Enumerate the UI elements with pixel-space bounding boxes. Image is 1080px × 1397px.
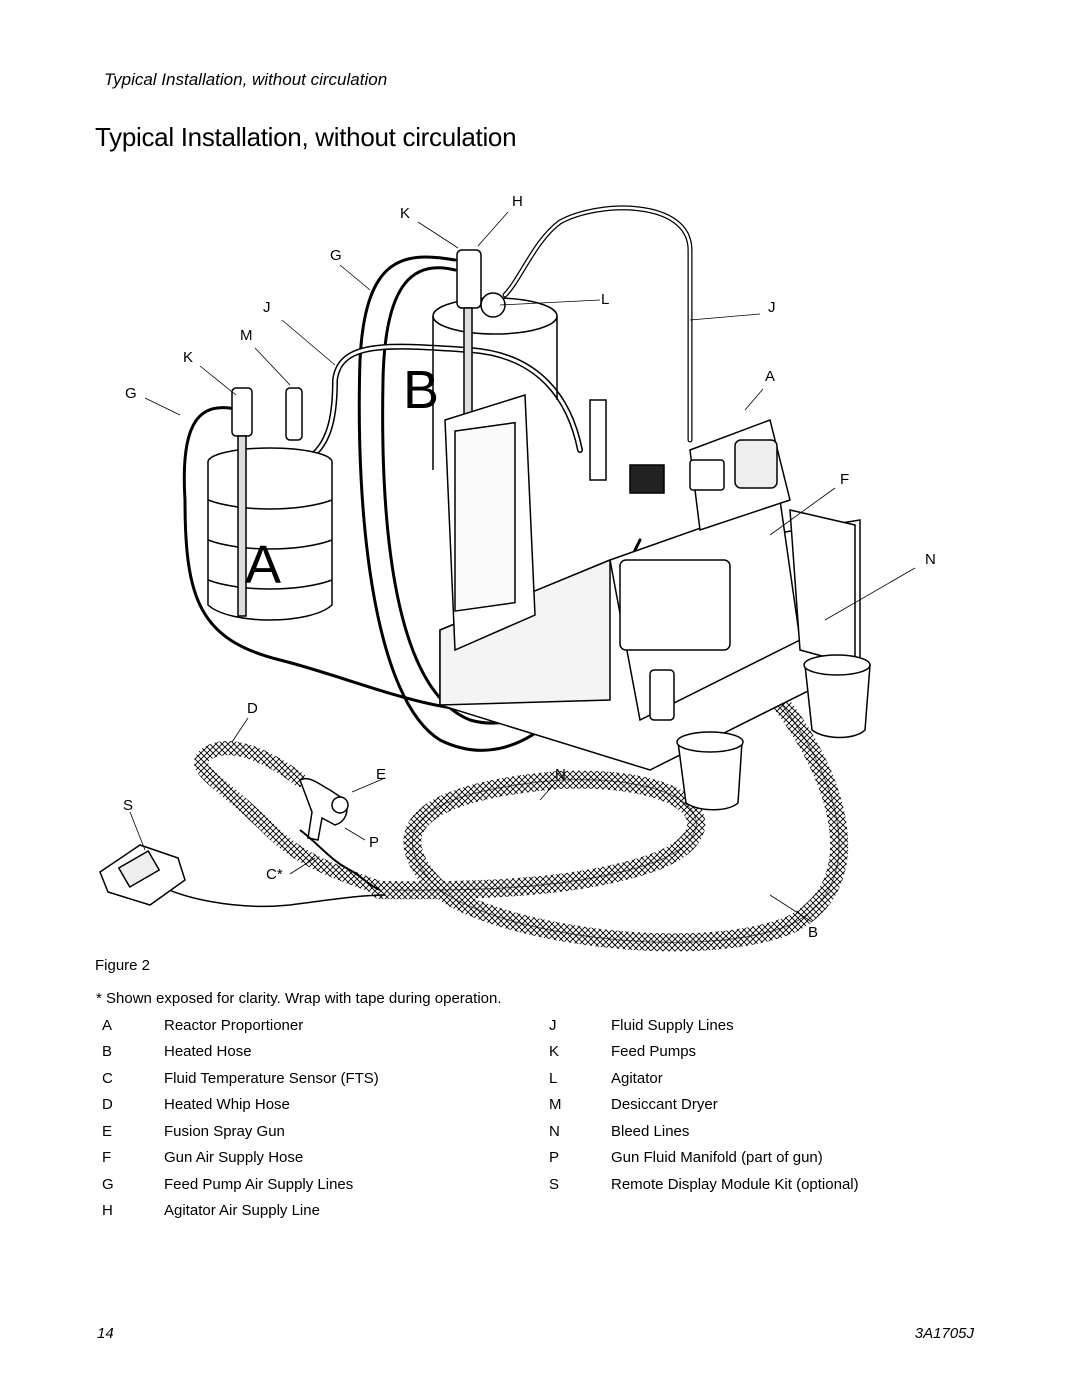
legend-desc: Heated Hose <box>164 1043 252 1060</box>
legend-key: S <box>549 1176 560 1193</box>
callout-e: E <box>376 766 386 783</box>
heated-hose-coil-outline <box>379 689 840 943</box>
legend-desc: Fusion Spray Gun <box>164 1123 285 1140</box>
whip-hose <box>194 741 392 897</box>
callout-k-top: K <box>400 205 410 222</box>
callout-k-left: K <box>183 349 193 366</box>
remote-display-cable <box>149 879 386 908</box>
leader-lines <box>129 211 916 923</box>
legend-key: E <box>102 1123 113 1140</box>
legend-key: C <box>102 1070 113 1087</box>
callout-h-top: H <box>512 193 523 210</box>
callout-g-left: G <box>125 385 137 402</box>
callout-j-right: J <box>768 299 776 316</box>
callout-p: P <box>369 834 379 851</box>
agitator-air-line-inner <box>503 206 692 442</box>
legend-key: D <box>102 1096 113 1113</box>
callout-a-right: A <box>765 368 775 385</box>
legend-desc: Gun Air Supply Hose <box>164 1149 304 1166</box>
legend-desc: Agitator <box>611 1070 663 1087</box>
legend-desc: Reactor Proportioner <box>164 1017 304 1034</box>
drum-b <box>432 249 558 470</box>
legend-desc: Feed Pump Air Supply Lines <box>164 1176 354 1193</box>
callout-n-right: N <box>925 551 936 568</box>
page-number: 14 <box>97 1325 114 1342</box>
callout-g-top: G <box>330 247 342 264</box>
running-header: Typical Installation, without circulatio… <box>104 70 388 89</box>
legend-key: G <box>102 1176 114 1193</box>
callout-n-bottom: N <box>555 766 566 783</box>
legend-key: M <box>549 1096 562 1113</box>
legend-key: P <box>549 1149 560 1166</box>
legend-desc: Gun Fluid Manifold (part of gun) <box>611 1149 823 1166</box>
legend-desc: Heated Whip Hose <box>164 1096 290 1113</box>
remote-display-module <box>99 844 186 906</box>
waste-containers <box>676 654 871 811</box>
callout-j-left: J <box>263 299 271 316</box>
legend-desc: Remote Display Module Kit (optional) <box>611 1176 859 1193</box>
legend-desc: Feed Pumps <box>611 1043 697 1060</box>
legend-key: J <box>549 1017 557 1034</box>
legend-key: L <box>549 1070 558 1087</box>
drum-a <box>207 387 333 621</box>
legend-key: H <box>102 1202 113 1219</box>
big-label-b: B <box>403 360 439 420</box>
legend-key: A <box>102 1017 113 1034</box>
legend-key: B <box>102 1043 113 1060</box>
callout-s: S <box>123 797 133 814</box>
installation-diagram: A B K H G J L J M K A G F N D E N S P C*… <box>99 193 936 952</box>
callout-c: C* <box>266 866 283 883</box>
legend-desc: Fluid Temperature Sensor (FTS) <box>164 1070 379 1087</box>
fluid-supply-j-left-inner <box>258 345 582 472</box>
legend-key: N <box>549 1123 560 1140</box>
callout-f: F <box>840 471 849 488</box>
callout-m: M <box>240 327 253 344</box>
callout-b: B <box>808 924 818 941</box>
legend-key: F <box>102 1149 112 1166</box>
legend-desc: Fluid Supply Lines <box>611 1017 734 1034</box>
big-label-a: A <box>245 535 281 595</box>
spray-gun <box>299 778 381 891</box>
hoses <box>149 205 852 952</box>
page-title: Typical Installation, without circulatio… <box>95 122 517 152</box>
reactor-proportioner <box>439 393 861 771</box>
legend-desc: Bleed Lines <box>611 1123 690 1140</box>
legend-desc: Desiccant Dryer <box>611 1096 718 1113</box>
legend-desc: Agitator Air Supply Line <box>164 1202 320 1219</box>
document-id: 3A1705J <box>914 1325 974 1342</box>
figure-note: * Shown exposed for clarity. Wrap with t… <box>96 990 502 1007</box>
legend-key: K <box>549 1043 560 1060</box>
figure-caption: Figure 2 <box>95 957 151 974</box>
callout-d: D <box>247 700 258 717</box>
callout-l: L <box>601 291 609 308</box>
